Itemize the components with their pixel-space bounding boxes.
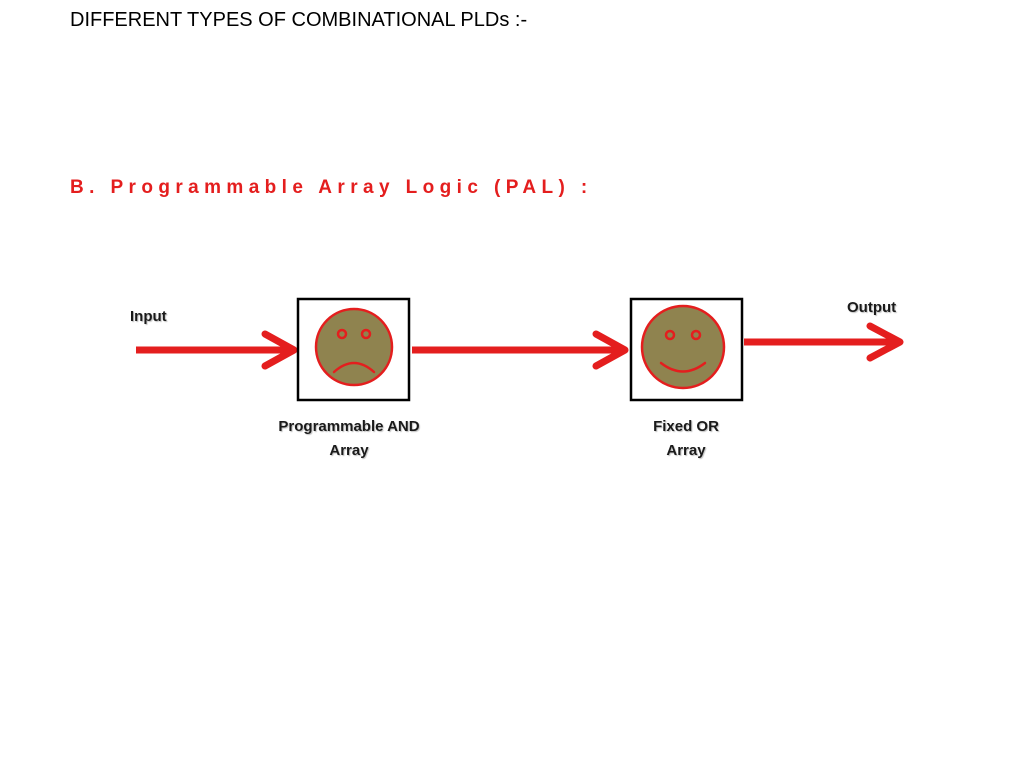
sad-face-icon bbox=[314, 307, 394, 387]
or-array-caption-line1: Fixed OR bbox=[653, 418, 719, 435]
and-array-caption-line2: Array bbox=[329, 442, 369, 459]
input-arrow bbox=[136, 330, 298, 370]
input-label: Input bbox=[130, 308, 167, 325]
and-array-caption-line1: Programmable AND bbox=[278, 418, 420, 435]
or-array-block bbox=[629, 297, 744, 402]
or-array-caption: Fixed OR Array bbox=[586, 415, 786, 463]
and-array-block bbox=[296, 297, 411, 402]
middle-arrow bbox=[412, 330, 629, 370]
and-array-caption: Programmable AND Array bbox=[249, 415, 449, 463]
output-arrow bbox=[744, 322, 904, 362]
slide-heading: DIFFERENT TYPES OF COMBINATIONAL PLDs :- bbox=[70, 9, 528, 31]
section-subheading: B. Programmable Array Logic (PAL) : bbox=[70, 177, 593, 198]
smiley-face-icon bbox=[640, 304, 726, 390]
output-label: Output bbox=[847, 299, 897, 316]
or-array-caption-line2: Array bbox=[666, 442, 706, 459]
